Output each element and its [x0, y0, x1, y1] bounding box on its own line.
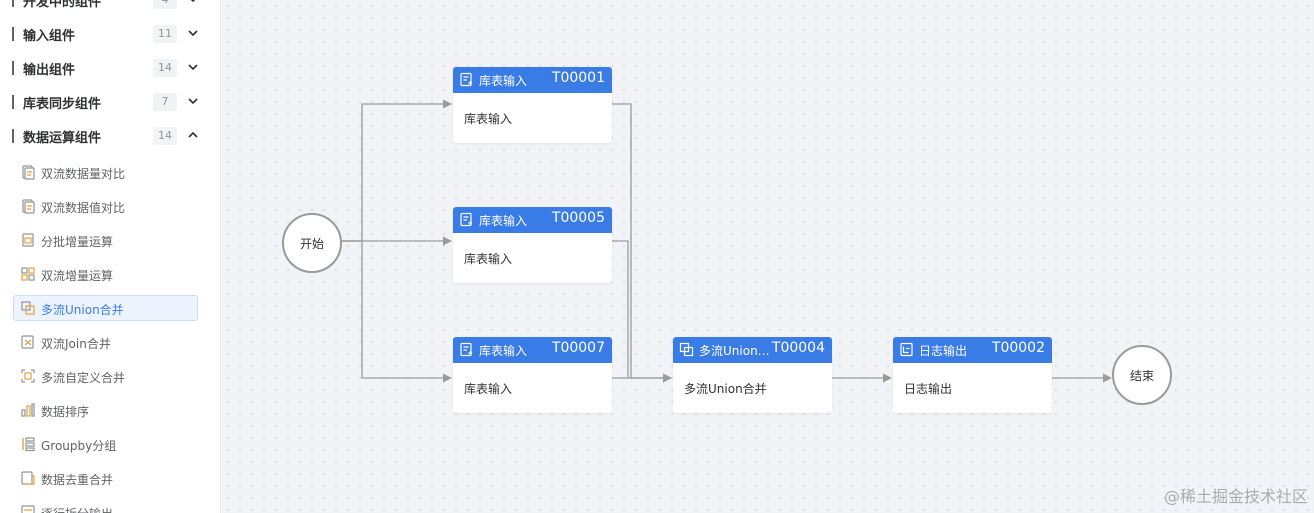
node-label: 多流Union合并 [684, 382, 767, 396]
edge-start-to-t00001 [342, 99, 452, 242]
group-count: 14 [153, 59, 177, 77]
group-title: 开发中的组件 [23, 0, 102, 10]
chevron-up-icon[interactable] [186, 128, 200, 142]
node-label: 库表输入 [464, 382, 513, 396]
flow-node-t00002[interactable]: 日志输出 T00002 日志输出 [893, 337, 1052, 413]
component-item-double-stream-incremental[interactable]: 双流增量运算 [13, 261, 198, 287]
group-marker [12, 0, 14, 7]
node-id: T00007 [551, 340, 605, 356]
component-item-label: 数据去重合并 [41, 473, 114, 487]
join-merge-icon [21, 335, 34, 349]
group-output-components[interactable]: 输出组件 14 [0, 51, 220, 85]
watermark: @稀土掘金技术社区 [1163, 487, 1308, 506]
edge-t00005-to-t00004 [611, 240, 629, 378]
group-count: 11 [153, 25, 177, 43]
flow-node-t00001[interactable]: 库表输入 T00001 库表输入 [453, 67, 612, 143]
node-label: 日志输出 [904, 382, 953, 396]
component-item-label: 双流数据值对比 [41, 201, 126, 215]
group-title: 输出组件 [23, 63, 76, 78]
group-title: 库表同步组件 [23, 97, 102, 112]
component-item-label: Groupby分组 [41, 439, 117, 453]
node-id: T00001 [551, 70, 605, 86]
node-header: 库表输入 T00007 [453, 337, 612, 363]
incremental-calc-icon [21, 267, 35, 281]
flow-node-t00007[interactable]: 库表输入 T00007 库表输入 [453, 337, 612, 413]
split-rows-icon [21, 505, 35, 513]
group-dev-components[interactable]: 开发中的组件 4 [0, 0, 220, 17]
group-count: 14 [153, 127, 177, 145]
node-header: 库表输入 T00005 [453, 207, 612, 233]
node-type: 库表输入 [479, 74, 528, 88]
edge-start-to-t00007 [342, 240, 452, 383]
union-merge-icon [21, 301, 35, 315]
component-item-multi-stream-custom[interactable]: 多流自定义合并 [13, 363, 198, 389]
component-item-label: 多流自定义合并 [41, 371, 126, 385]
component-item-double-stream-join[interactable]: 双流Join合并 [13, 329, 198, 355]
node-type: 库表输入 [479, 344, 528, 358]
component-item-label: 双流增量运算 [41, 269, 114, 283]
table-input-icon [460, 212, 473, 227]
node-header: 库表输入 T00001 [453, 67, 612, 93]
group-title: 数据运算组件 [23, 131, 102, 146]
group-input-components[interactable]: 输入组件 11 [0, 17, 220, 51]
group-table-sync-components[interactable]: 库表同步组件 7 [0, 85, 220, 119]
custom-merge-icon [21, 369, 35, 383]
union-merge-icon [679, 342, 694, 357]
node-type: 库表输入 [479, 214, 528, 228]
component-item-label: 数据排序 [41, 405, 90, 419]
compare-doc-icon [22, 165, 35, 180]
node-label: 库表输入 [464, 252, 513, 266]
group-data-calc-components[interactable]: 数据运算组件 14 [0, 119, 220, 153]
chevron-down-icon[interactable] [186, 94, 200, 108]
group-title: 输入组件 [23, 29, 76, 44]
group-marker [12, 129, 14, 143]
end-node[interactable]: 结束 [1112, 345, 1172, 405]
flow-canvas[interactable]: 开始 库表输入 T00001 库表输入 库表输入 T00005 库表输入 库表输… [222, 0, 1314, 513]
flow-node-t00004[interactable]: 多流Union合并 T00004 多流Union合并 [673, 337, 832, 413]
component-sidebar: 开发中的组件 4 输入组件 11 输出组件 14 库表同步组件 7 数据运算组件… [0, 0, 221, 513]
group-marker [12, 61, 14, 75]
component-item-split-rows[interactable]: 逐行拆分输出 [13, 499, 198, 513]
node-id: T00004 [771, 340, 825, 356]
bar-chart-icon [21, 403, 35, 417]
component-item-label: 双流Join合并 [41, 337, 111, 351]
chevron-down-icon[interactable] [186, 60, 200, 74]
component-item-label: 逐行拆分输出 [41, 505, 113, 513]
flow-edges [342, 99, 1112, 383]
group-marker [12, 95, 14, 109]
component-item-label: 分批增量运算 [41, 235, 114, 249]
node-id: T00002 [991, 340, 1045, 356]
log-output-icon [900, 342, 913, 357]
end-label: 结束 [1129, 369, 1154, 383]
node-header: 日志输出 T00002 [893, 337, 1052, 363]
group-count: 4 [153, 0, 177, 9]
component-item-double-stream-value-compare[interactable]: 双流数据值对比 [13, 193, 198, 219]
dedupe-icon [21, 471, 35, 485]
node-type: 日志输出 [919, 344, 968, 358]
table-input-icon [460, 342, 473, 357]
group-by-icon [22, 437, 35, 452]
group-marker [12, 27, 14, 41]
component-item-data-sort[interactable]: 数据排序 [13, 397, 198, 423]
chevron-down-icon[interactable] [186, 0, 200, 6]
group-count: 7 [153, 93, 177, 111]
component-item-dedupe-merge[interactable]: 数据去重合并 [13, 465, 198, 491]
start-node[interactable]: 开始 [282, 213, 342, 273]
node-type: 多流Union合并 [699, 344, 771, 358]
node-label: 库表输入 [464, 112, 513, 126]
table-input-icon [460, 72, 473, 87]
batch-calc-icon [22, 233, 34, 247]
component-item-batch-incremental[interactable]: 分批增量运算 [13, 227, 198, 253]
component-item-double-stream-count-compare[interactable]: 双流数据量对比 [13, 159, 198, 185]
chevron-down-icon[interactable] [186, 26, 200, 40]
node-id: T00005 [551, 210, 605, 226]
flow-node-t00005[interactable]: 库表输入 T00005 库表输入 [453, 207, 612, 283]
component-item-multi-stream-union[interactable]: 多流Union合并 [13, 295, 198, 321]
component-item-label: 多流Union合并 [41, 303, 124, 317]
node-header: 多流Union合并 T00004 [673, 337, 832, 363]
compare-doc-icon [22, 199, 35, 214]
component-item-groupby[interactable]: Groupby分组 [13, 431, 198, 457]
component-item-label: 双流数据量对比 [41, 167, 126, 181]
start-label: 开始 [299, 237, 324, 251]
